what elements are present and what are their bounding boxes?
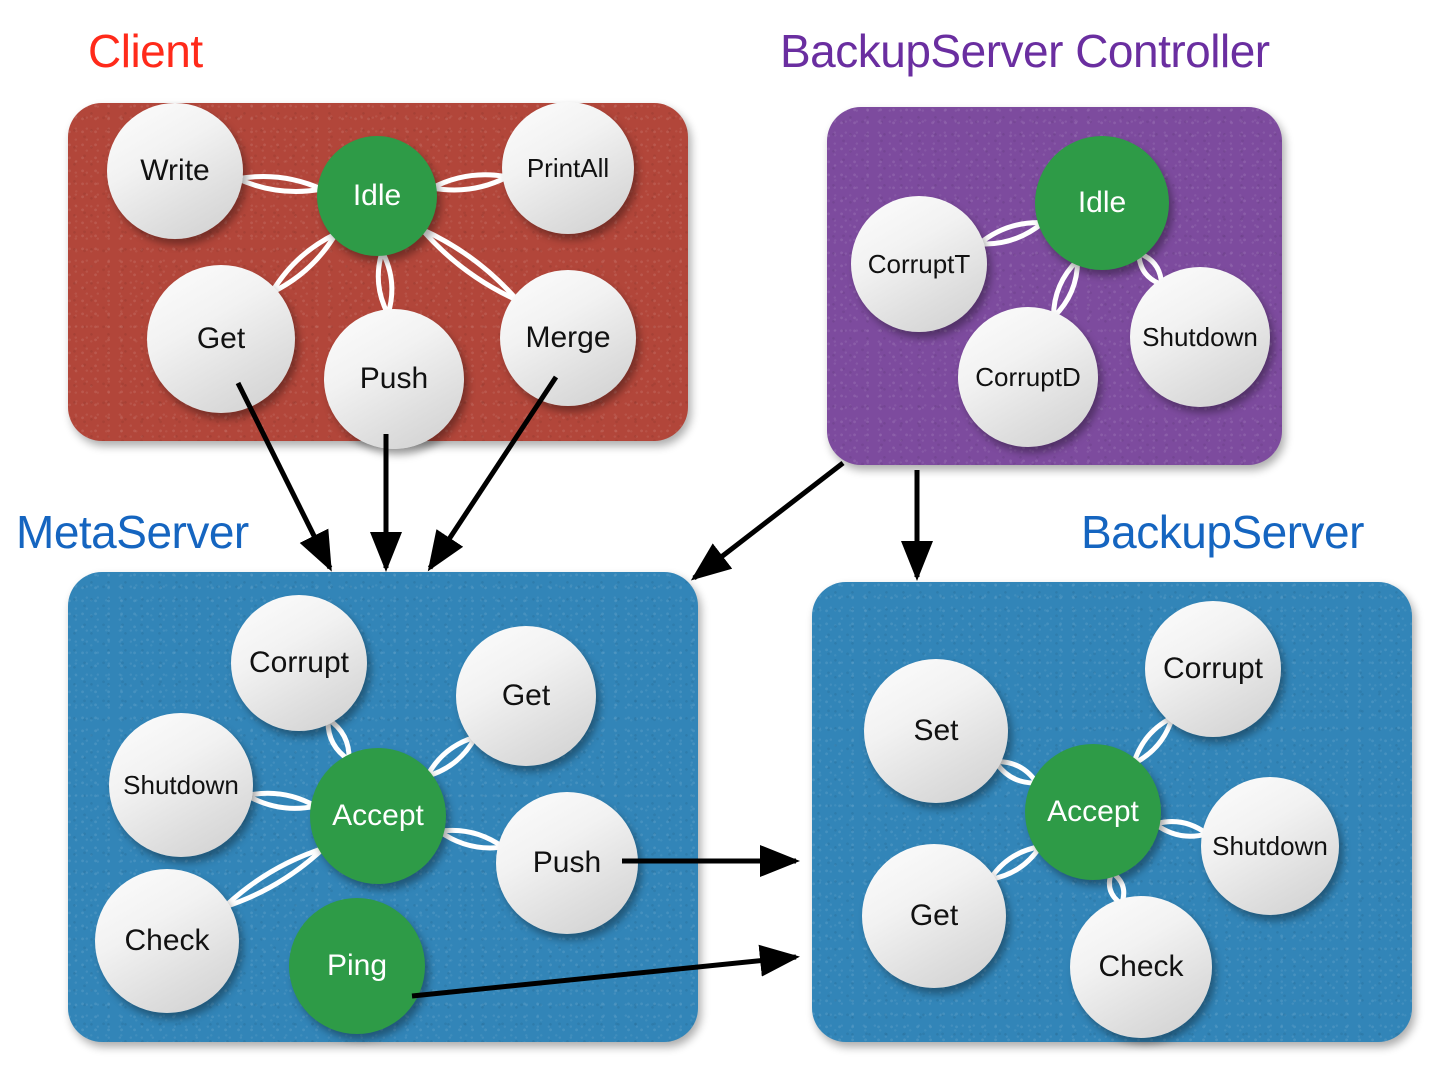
- state-node-client-write[interactable]: Write: [107, 103, 243, 239]
- state-node-client-printall[interactable]: PrintAll: [502, 102, 634, 234]
- edge-accept-get: [987, 844, 1043, 882]
- state-node-label: Ping: [326, 949, 388, 982]
- state-node-label: Get: [501, 679, 551, 712]
- edge-idle-write: [235, 176, 325, 194]
- panel-title-client: Client: [88, 25, 203, 77]
- state-node-backupserver-shutdown[interactable]: Shutdown: [1201, 777, 1339, 915]
- edge-idle-printall: [429, 172, 510, 191]
- state-node-label: Shutdown: [123, 770, 239, 800]
- state-node-backupserver-set[interactable]: Set: [864, 659, 1008, 803]
- edge-idle-push: [375, 249, 391, 317]
- state-node-metaserver-get[interactable]: Get: [456, 626, 596, 766]
- edge-accept-corrupt: [1131, 714, 1175, 767]
- state-node-client-get[interactable]: Get: [147, 265, 295, 413]
- state-node-label: Accept: [1047, 795, 1139, 828]
- state-node-metaserver-push[interactable]: Push: [496, 792, 638, 934]
- edge-accept-check: [222, 845, 327, 910]
- state-node-label: Get: [196, 322, 246, 355]
- state-node-label: Corrupt: [1162, 652, 1264, 685]
- state-node-label: Merge: [525, 321, 611, 354]
- edge-idle-corruptt: [976, 220, 1046, 247]
- edge-accept-check: [222, 845, 327, 910]
- state-node-controller-idle[interactable]: Idle: [1035, 136, 1169, 270]
- state-node-label: Corrupt: [248, 646, 350, 679]
- state-node-label: Shutdown: [1212, 831, 1328, 861]
- state-node-metaserver-accept[interactable]: Accept: [310, 748, 446, 884]
- edge-accept-corrupt: [325, 716, 352, 763]
- state-node-label: CorruptD: [975, 362, 1081, 392]
- state-node-controller-shutdown[interactable]: Shutdown: [1130, 267, 1270, 407]
- edge-accept-get: [987, 844, 1043, 882]
- edge-accept-corrupt: [1131, 714, 1175, 767]
- state-node-label: Write: [140, 154, 210, 187]
- state-node-label: Idle: [1077, 186, 1127, 219]
- state-node-label: Push: [532, 846, 602, 879]
- edge-idle-push: [379, 249, 395, 317]
- state-node-controller-corruptt[interactable]: CorruptT: [851, 196, 987, 332]
- arrow-controller-to-metaserver: [690, 461, 845, 581]
- state-node-metaserver-corrupt[interactable]: Corrupt: [231, 595, 367, 731]
- state-node-label: CorruptT: [867, 249, 971, 279]
- state-node-client-merge[interactable]: Merge: [500, 270, 636, 406]
- state-node-label: Idle: [352, 179, 402, 212]
- edge-idle-get: [269, 231, 339, 295]
- state-node-label: Set: [913, 714, 959, 747]
- edge-accept-shutdown: [1152, 821, 1210, 839]
- state-node-client-push[interactable]: Push: [324, 309, 464, 449]
- state-node-backupserver-get[interactable]: Get: [862, 844, 1006, 988]
- state-node-label: Push: [359, 362, 429, 395]
- edge-accept-get: [424, 734, 478, 779]
- state-node-label: Check: [1098, 950, 1184, 983]
- edge-idle-printall: [429, 174, 510, 193]
- state-node-label: Shutdown: [1142, 322, 1258, 352]
- state-node-label: Check: [124, 924, 210, 957]
- state-node-metaserver-shutdown[interactable]: Shutdown: [109, 713, 253, 857]
- edge-accept-get: [424, 734, 478, 779]
- state-node-label: Accept: [332, 799, 424, 832]
- edge-idle-merge: [419, 226, 520, 303]
- edge-idle-write: [235, 173, 325, 192]
- edge-idle-get: [269, 231, 339, 295]
- state-node-metaserver-ping[interactable]: Ping: [289, 898, 425, 1034]
- edge-accept-corrupt: [325, 716, 352, 763]
- edge-idle-corruptd: [1050, 257, 1081, 320]
- edge-idle-merge: [419, 226, 520, 303]
- edge-accept-shutdown: [244, 792, 319, 811]
- edge-idle-corruptd: [1050, 257, 1081, 320]
- edge-idle-corruptt: [976, 220, 1046, 247]
- edge-accept-shutdown: [1152, 819, 1210, 837]
- edge-accept-set: [993, 759, 1040, 786]
- state-node-backupserver-check[interactable]: Check: [1070, 896, 1212, 1038]
- state-node-backupserver-accept[interactable]: Accept: [1025, 744, 1161, 880]
- state-node-label: PrintAll: [526, 153, 610, 183]
- edge-accept-push: [436, 827, 506, 850]
- panel-title-backupserver: BackupServer: [1081, 506, 1364, 558]
- edge-accept-set: [993, 759, 1040, 786]
- edge-accept-shutdown: [244, 790, 319, 809]
- state-node-backupserver-corrupt[interactable]: Corrupt: [1145, 601, 1281, 737]
- edge-accept-push: [436, 828, 506, 851]
- state-node-controller-corruptd[interactable]: CorruptD: [958, 307, 1098, 447]
- state-node-client-idle[interactable]: Idle: [317, 136, 437, 256]
- panel-title-controller: BackupServer Controller: [780, 25, 1270, 77]
- state-node-metaserver-check[interactable]: Check: [95, 869, 239, 1013]
- state-node-label: Get: [909, 899, 959, 932]
- panel-title-metaserver: MetaServer: [16, 506, 249, 558]
